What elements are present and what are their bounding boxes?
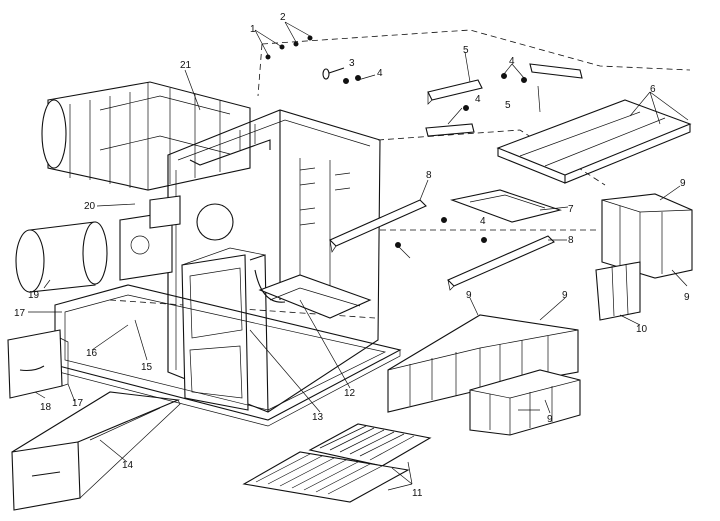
bracket-5c [529,63,583,79]
callout-18: 18 [40,402,52,413]
blower-drum [15,221,108,293]
callout-10: 10 [636,324,648,335]
callout-9-b: 9 [684,292,690,303]
grate-upper [308,423,432,467]
firebrick-set-back [469,369,581,436]
screws-4-mid [395,217,487,248]
callout-20: 20 [84,201,96,212]
callout-4-b: 4 [509,56,515,67]
callout-15: 15 [141,362,153,373]
callout-17-a: 17 [14,308,26,319]
callout-1: 1 [250,24,256,35]
screws-4-top [463,73,527,111]
heat-exchanger-assembly [41,81,251,191]
blower-housing [119,195,181,281]
callout-4-a: 4 [377,68,383,79]
top-small-parts [265,35,361,84]
callout-19: 19 [28,290,40,301]
callout-16: 16 [86,348,98,359]
callout-5-b: 5 [505,100,511,111]
bracket-5b [425,123,475,137]
callout-17-b: 17 [72,398,84,409]
callout-7: 7 [568,204,574,215]
callout-11: 11 [412,488,423,499]
callout-6: 6 [650,84,656,95]
callout-3: 3 [349,58,355,69]
callout-labels: 1 2 3 4 4 4 4 5 5 6 7 8 8 9 9 9 9 9 10 1… [14,12,690,499]
flue-channel [254,269,372,319]
bracket-7 [450,189,562,223]
baffle-channel-6 [496,99,692,184]
callout-13: 13 [312,412,324,423]
callout-9-c: 9 [466,290,472,301]
callout-5-a: 5 [463,45,469,56]
callout-14: 14 [122,460,134,471]
firebrick-set-upper [601,193,693,279]
leader-lines [28,21,689,491]
callout-2: 2 [280,12,286,23]
callout-21: 21 [180,60,192,71]
callout-9-d: 9 [562,290,568,301]
callout-4-d: 4 [480,216,486,227]
callout-8-a: 8 [426,170,432,181]
callout-9-e: 9 [547,414,553,425]
callout-9-a: 9 [680,178,686,189]
callout-4-c: 4 [475,94,481,105]
grate-lower [242,451,410,503]
callout-8-b: 8 [568,235,574,246]
angle-rail-8a [329,199,427,253]
firebrick-set-mid [595,261,641,321]
firebox-door-frame [181,247,269,413]
bracket-5a [427,79,483,105]
angle-rail-8b [447,235,555,291]
callout-12: 12 [344,388,356,399]
firebrick-set-front [387,314,579,413]
ash-door [7,329,69,399]
ash-drawer [11,391,181,511]
